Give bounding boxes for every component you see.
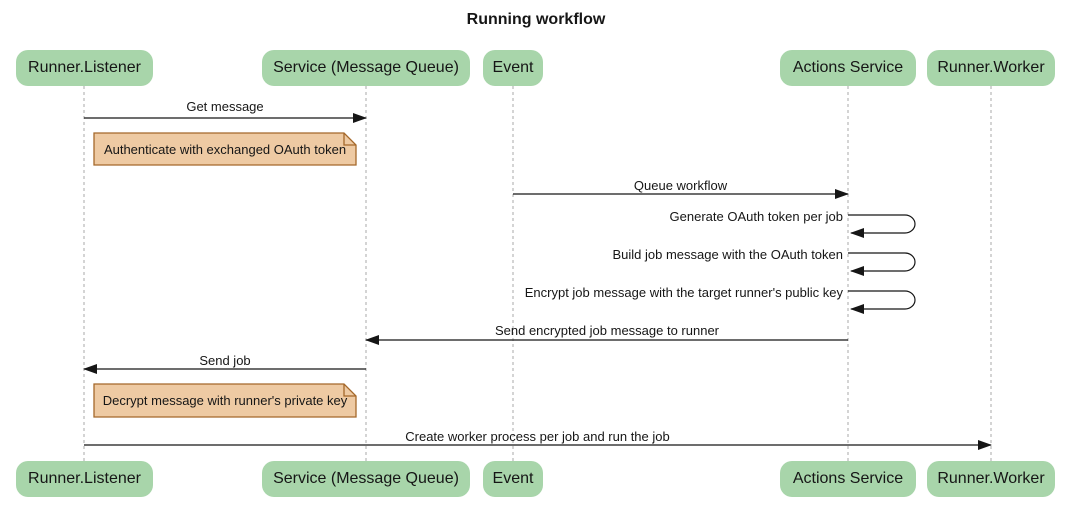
- label-send-encrypted: Send encrypted job message to runner: [494, 323, 720, 338]
- participant-event-top: Event: [483, 50, 543, 86]
- participant-actions-service-top: Actions Service: [780, 50, 916, 86]
- label-build-job-message: Build job message with the OAuth token: [612, 247, 843, 262]
- diagram-title: Running workflow: [466, 11, 606, 28]
- note-authenticate-fold: [343, 133, 356, 146]
- label-generate-token: Generate OAuth token per job: [669, 209, 843, 224]
- label-send-job: Send job: [199, 353, 251, 368]
- participant-runner-listener-top: Runner.Listener: [16, 50, 153, 86]
- participant-event-bottom: Event: [483, 461, 543, 497]
- label-create-worker: Create worker process per job and run th…: [405, 429, 670, 444]
- note-decrypt-shape: [93, 383, 357, 418]
- self-loop-build-job-message: [848, 252, 916, 276]
- self-loop-encrypt-job-message: [848, 290, 916, 314]
- participant-runner-worker-top: Runner.Worker: [927, 50, 1055, 86]
- note-authenticate: Authenticate with exchanged OAuth token: [103, 141, 347, 157]
- participant-service-mq-bottom: Service (Message Queue): [262, 461, 470, 497]
- self-loop-generate-token: [848, 214, 916, 238]
- note-shapes: [93, 132, 357, 418]
- note-authenticate-shape: [93, 132, 357, 166]
- participant-runner-listener-bottom: Runner.Listener: [16, 461, 153, 497]
- message-arrows: [83, 113, 992, 450]
- label-get-message: Get message: [186, 99, 264, 114]
- participant-actions-service-bottom: Actions Service: [780, 461, 916, 497]
- note-decrypt-fold: [343, 384, 356, 397]
- label-encrypt-job-message: Encrypt job message with the target runn…: [524, 285, 843, 300]
- participant-service-mq-top: Service (Message Queue): [262, 50, 470, 86]
- note-decrypt: Decrypt message with runner's private ke…: [102, 393, 348, 408]
- label-queue-workflow: Queue workflow: [633, 178, 728, 193]
- participant-runner-worker-bottom: Runner.Worker: [927, 461, 1055, 497]
- lifelines: [83, 86, 992, 461]
